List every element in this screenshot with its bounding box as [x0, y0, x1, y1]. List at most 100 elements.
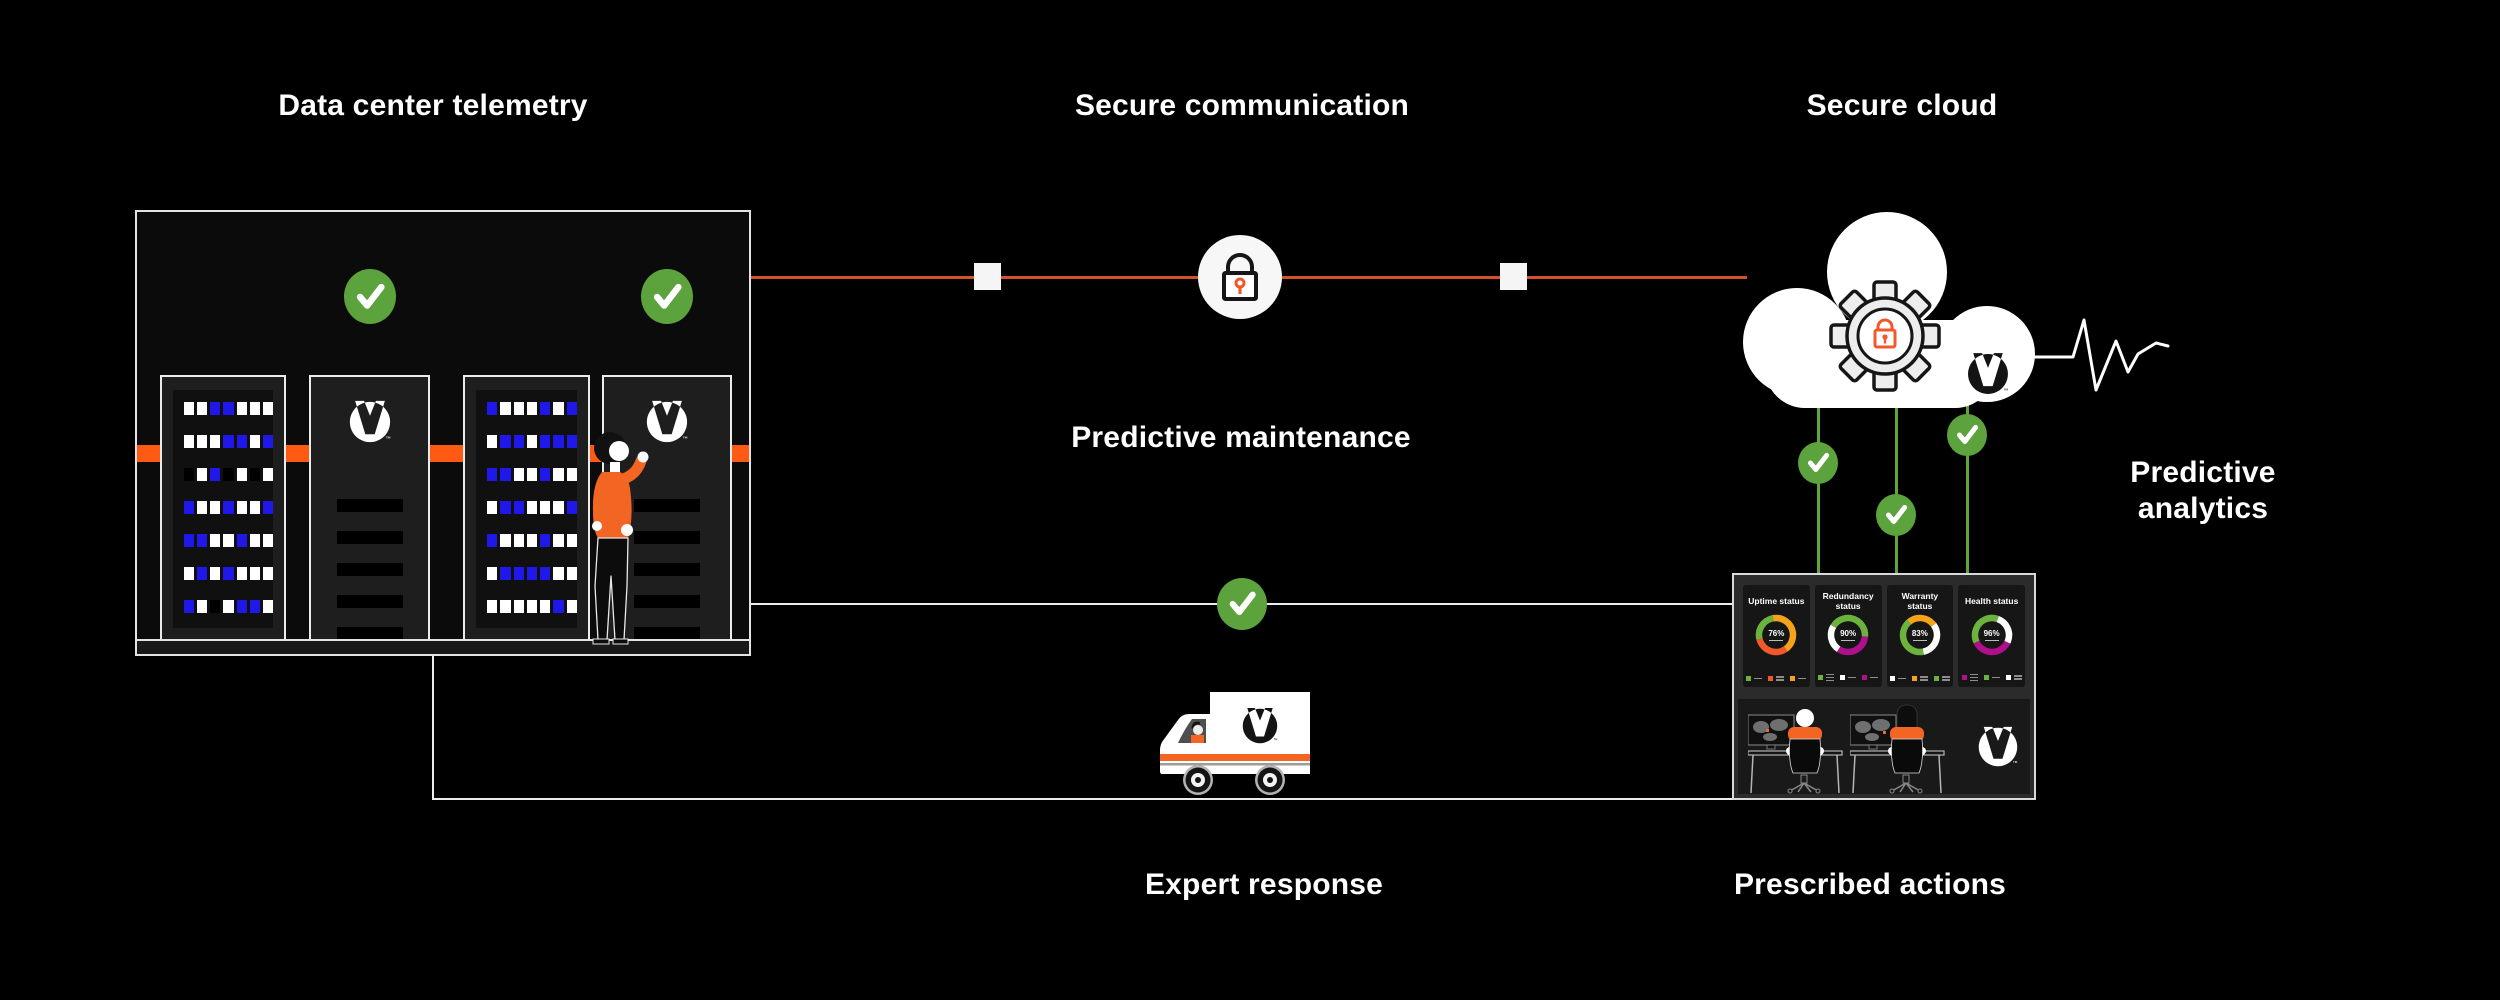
led-cell: [566, 435, 577, 448]
led-cell: [553, 402, 564, 415]
led-row: [184, 567, 273, 580]
led-row: [487, 567, 577, 580]
led-cell: [526, 435, 538, 448]
legend-item: [2005, 674, 2022, 682]
led-cell: [197, 600, 208, 613]
led-cell: [236, 468, 247, 481]
led-cell: [236, 534, 247, 547]
donut-legend: [1743, 676, 1810, 681]
server-rack-telemetry-1: [160, 375, 286, 643]
legend-item: [1818, 673, 1835, 681]
led-cell: [500, 534, 511, 547]
legend-item: [1933, 676, 1950, 681]
led-cell: [249, 600, 260, 613]
cloud-drop-line-2: [1895, 408, 1898, 573]
cloud-drop-line-1: [1817, 402, 1820, 573]
telemetry-check-icon-1: [344, 269, 396, 324]
title-secure-communication: Secure communication: [1074, 89, 1410, 122]
status-percentage: 96%: [1983, 628, 2000, 638]
legend-item: [1840, 674, 1857, 682]
rack-slot: [634, 499, 700, 512]
led-cell: [249, 567, 260, 580]
led-cell: [566, 600, 577, 613]
heartbeat-pulse-icon: [2030, 318, 2170, 392]
title-data-center-telemetry: Data center telemetry: [278, 89, 588, 122]
service-truck-icon: [1160, 692, 1310, 795]
status-card: Uptime status 76%: [1743, 585, 1810, 687]
led-cell: [236, 435, 247, 448]
title-expert-response: Expert response: [1144, 868, 1384, 901]
led-cell: [487, 501, 498, 514]
legend-item: [1768, 676, 1785, 681]
operator-figure-2: [1850, 704, 1945, 794]
led-row: [184, 534, 273, 547]
led-cell: [487, 534, 498, 547]
led-cell: [526, 468, 538, 481]
rack-slot: [336, 499, 403, 512]
status-percentage: 83%: [1911, 628, 1928, 638]
technician-figure: [592, 432, 649, 645]
led-cell: [262, 600, 273, 613]
status-card-title: Uptime status: [1748, 596, 1805, 606]
rack-led-panel: [173, 390, 273, 628]
led-cell: [262, 534, 273, 547]
rack-slot: [336, 627, 403, 640]
led-cell: [513, 534, 524, 547]
predictive-analytics-line2: analytics: [2137, 492, 2269, 525]
led-cell: [197, 402, 208, 415]
led-cell: [262, 501, 273, 514]
server-rack-vertiv-1: [309, 375, 430, 643]
cloud-drop-line-3: [1966, 400, 1969, 573]
led-cell: [487, 468, 498, 481]
led-cell: [249, 435, 260, 448]
comm-node-square-1: [974, 263, 1001, 290]
led-cell: [553, 468, 564, 481]
led-cell: [184, 534, 195, 547]
led-cell: [223, 501, 234, 514]
cloud-check-icon-2: [1876, 494, 1916, 536]
gear-lock-icon: [1873, 318, 1897, 349]
led-cell: [553, 567, 564, 580]
led-cell: [566, 567, 577, 580]
donut-legend: [1815, 673, 1882, 682]
status-donut-chart: 76%: [1753, 612, 1799, 658]
led-cell: [553, 435, 564, 448]
led-cell: [500, 600, 511, 613]
led-cell: [210, 435, 221, 448]
truck-wheel: [1183, 765, 1213, 795]
led-row: [487, 468, 577, 481]
led-cell: [553, 501, 564, 514]
led-cell: [184, 501, 195, 514]
legend-item: [1889, 676, 1906, 681]
rack-slot: [336, 595, 403, 608]
led-cell: [210, 468, 221, 481]
led-cell: [197, 435, 208, 448]
led-cell: [566, 402, 577, 415]
led-row: [184, 435, 273, 448]
led-cell: [210, 501, 221, 514]
led-cell: [236, 501, 247, 514]
vertiv-logo-icon: [349, 400, 391, 443]
status-donut-chart: 96%: [1969, 612, 2015, 658]
title-predictive-analytics: Predictive analytics: [2078, 455, 2328, 527]
predictive-analytics-line1: Predictive: [2130, 456, 2276, 489]
led-cell: [197, 468, 208, 481]
led-cell: [210, 567, 221, 580]
led-cell: [223, 600, 234, 613]
cloud-check-icon-1: [1798, 442, 1838, 484]
led-cell: [553, 600, 564, 613]
led-cell: [487, 435, 498, 448]
led-cell: [249, 468, 260, 481]
led-cell: [526, 402, 538, 415]
led-cell: [249, 402, 260, 415]
led-cell: [262, 435, 273, 448]
led-cell: [513, 402, 524, 415]
led-cell: [223, 435, 234, 448]
led-row: [184, 501, 273, 514]
led-cell: [540, 567, 551, 580]
maintenance-check-icon: [1217, 578, 1267, 630]
comm-node-square-2: [1500, 263, 1527, 290]
led-cell: [540, 600, 551, 613]
